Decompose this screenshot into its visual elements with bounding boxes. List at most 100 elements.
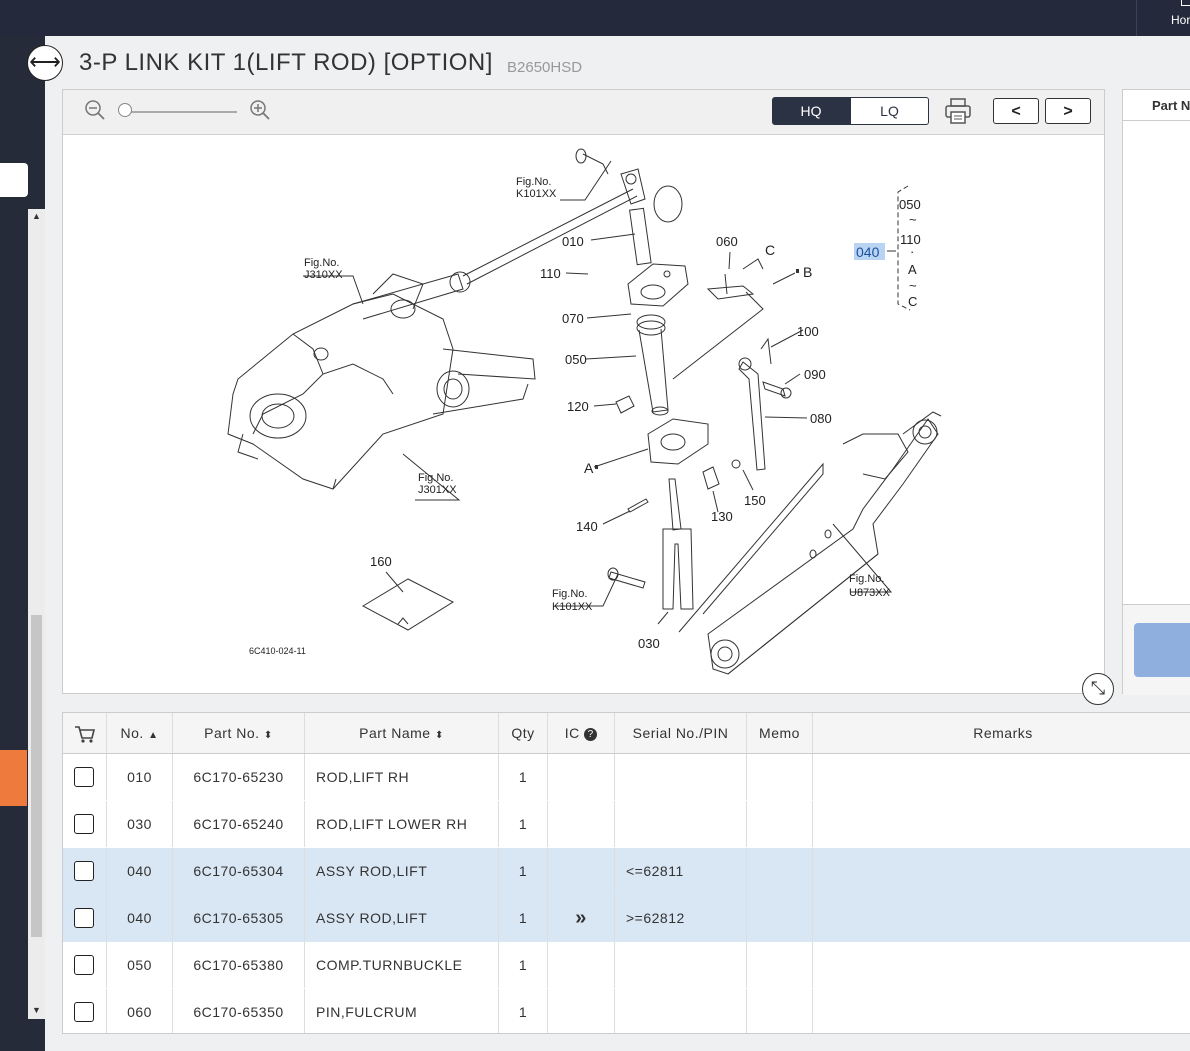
callout-label[interactable]: 120 [567, 399, 589, 414]
row-checkbox[interactable] [74, 861, 94, 881]
table-row[interactable]: 060 6C170-65350 PIN,FULCRUM 1 [63, 989, 1190, 1033]
callout-label[interactable]: 140 [576, 519, 598, 534]
fig-ref-label[interactable]: K101XX [552, 601, 593, 613]
fig-ref-label[interactable]: Fig.No. [849, 573, 884, 585]
callout-label[interactable]: C [765, 242, 775, 258]
column-header-part-name[interactable]: Part Name ⬍ [305, 713, 499, 753]
cell-serial [615, 942, 747, 988]
zoom-in-icon[interactable] [250, 100, 270, 120]
cell-memo[interactable] [747, 989, 813, 1033]
zoom-slider[interactable] [123, 111, 237, 113]
cell-part-no[interactable]: 6C170-65380 [173, 942, 305, 988]
fig-ref-label[interactable]: K101XX [516, 188, 557, 200]
row-checkbox[interactable] [74, 767, 94, 787]
fig-ref-label[interactable]: Fig.No. [418, 472, 453, 484]
parts-diagram[interactable]: Fig.No. K101XX Fig.No. J310XX Fig.No. J3… [63, 134, 1104, 693]
row-checkbox-cell [63, 848, 107, 894]
lq-button[interactable]: LQ [850, 97, 929, 125]
row-checkbox[interactable] [74, 955, 94, 975]
column-header-ic[interactable]: IC ? [548, 713, 615, 753]
sort-icon: ⬍ [263, 730, 273, 741]
cell-no: 040 [107, 848, 173, 894]
scroll-up-icon[interactable]: ▲ [32, 211, 41, 221]
fig-ref-label[interactable]: Fig.No. [516, 176, 551, 188]
table-header: No. ▲ Part No. ⬍ Part Name ⬍ Qty IC ? Se… [63, 713, 1190, 754]
right-panel-action-button[interactable] [1134, 623, 1190, 677]
hq-button[interactable]: HQ [772, 97, 850, 125]
right-panel-header: Part N [1123, 90, 1190, 121]
cell-part-no[interactable]: 6C170-65230 [173, 754, 305, 800]
callout-label[interactable]: 150 [744, 493, 766, 508]
row-checkbox[interactable] [74, 908, 94, 928]
column-header-no[interactable]: No. ▲ [107, 713, 173, 753]
column-header-part-no-label: Part No. [204, 725, 260, 741]
zoom-out-icon[interactable] [85, 100, 105, 120]
fig-ref-label[interactable]: Fig.No. [304, 257, 339, 269]
cell-part-no[interactable]: 6C170-65240 [173, 801, 305, 847]
callout-label[interactable]: 070 [562, 311, 584, 326]
scrollbar-thumb[interactable] [31, 615, 42, 937]
fig-ref-label[interactable]: Fig.No. [552, 588, 587, 600]
callout-label[interactable]: 050 [565, 352, 587, 367]
bottom-strip [45, 1034, 1190, 1051]
callout-label[interactable]: 090 [804, 367, 826, 382]
fig-ref-label[interactable]: J301XX [418, 484, 457, 496]
table-row[interactable]: 040 6C170-65304 ASSY ROD,LIFT 1 <=62811 [63, 848, 1190, 896]
help-icon[interactable]: ? [584, 727, 598, 741]
cart-column-header[interactable] [63, 713, 107, 753]
interchange-icon[interactable]: » [548, 895, 615, 941]
fig-ref-label[interactable]: U873XX [849, 587, 891, 599]
table-row[interactable]: 040 6C170-65305 ASSY ROD,LIFT 1 » >=6281… [63, 895, 1190, 943]
home-button[interactable]: Hor [1136, 0, 1190, 36]
cell-memo[interactable] [747, 942, 813, 988]
cell-memo[interactable] [747, 801, 813, 847]
selected-callout[interactable]: 040 [856, 244, 880, 260]
scroll-down-icon[interactable]: ▼ [32, 1005, 41, 1015]
top-bar: Hor [0, 0, 1190, 36]
cell-memo[interactable] [747, 848, 813, 894]
callout-label[interactable]: 110 [540, 266, 561, 281]
column-header-part-no[interactable]: Part No. ⬍ [173, 713, 305, 753]
callout-label[interactable]: 160 [370, 554, 392, 569]
table-row[interactable]: 050 6C170-65380 COMP.TURNBUCKLE 1 [63, 942, 1190, 990]
column-header-qty[interactable]: Qty [499, 713, 548, 753]
sidebar-active-item[interactable] [0, 750, 27, 806]
cell-memo[interactable] [747, 754, 813, 800]
column-header-memo[interactable]: Memo [747, 713, 813, 753]
callout-label[interactable]: 100 [797, 324, 819, 339]
cell-part-no[interactable]: 6C170-65350 [173, 989, 305, 1033]
page-title: 3-P LINK KIT 1(LIFT ROD) [OPTION] [79, 49, 493, 76]
cell-part-no[interactable]: 6C170-65304 [173, 848, 305, 894]
row-checkbox[interactable] [74, 1002, 94, 1022]
cell-ic [548, 942, 615, 988]
zoom-slider-handle[interactable] [118, 103, 132, 117]
callout-label[interactable]: A [584, 460, 594, 476]
callout-label[interactable]: 010 [562, 234, 584, 249]
row-checkbox[interactable] [74, 814, 94, 834]
table-row[interactable]: 030 6C170-65240 ROD,LIFT LOWER RH 1 [63, 801, 1190, 849]
column-header-serial[interactable]: Serial No./PIN [615, 713, 747, 753]
cell-qty: 1 [499, 989, 548, 1033]
print-icon[interactable] [943, 97, 973, 125]
sidebar-scrollbar[interactable]: ▲ ▼ [28, 209, 45, 1019]
previous-button[interactable]: < [993, 98, 1039, 124]
callout-label[interactable]: 030 [638, 636, 660, 651]
bracket-label: · [910, 244, 914, 259]
next-button[interactable]: > [1045, 98, 1091, 124]
cell-memo[interactable] [747, 895, 813, 941]
cell-remarks [813, 989, 1190, 1033]
cell-part-no[interactable]: 6C170-65305 [173, 895, 305, 941]
fig-ref-label[interactable]: J310XX [304, 269, 343, 281]
toggle-sidebar-button[interactable]: ⟷ [27, 45, 63, 81]
sidebar-input[interactable] [0, 163, 28, 197]
right-panel-footer [1123, 604, 1190, 695]
callout-label[interactable]: 060 [716, 234, 738, 249]
callout-label[interactable]: 080 [810, 411, 832, 426]
column-header-remarks[interactable]: Remarks [973, 725, 1033, 741]
callout-label[interactable]: 130 [711, 509, 733, 524]
sort-icon: ⬍ [434, 730, 444, 741]
callout-label[interactable]: B [803, 264, 812, 280]
table-row[interactable]: 010 6C170-65230 ROD,LIFT RH 1 [63, 754, 1190, 802]
cell-serial [615, 989, 747, 1033]
expand-icon[interactable]: ⤡ [1082, 673, 1114, 705]
